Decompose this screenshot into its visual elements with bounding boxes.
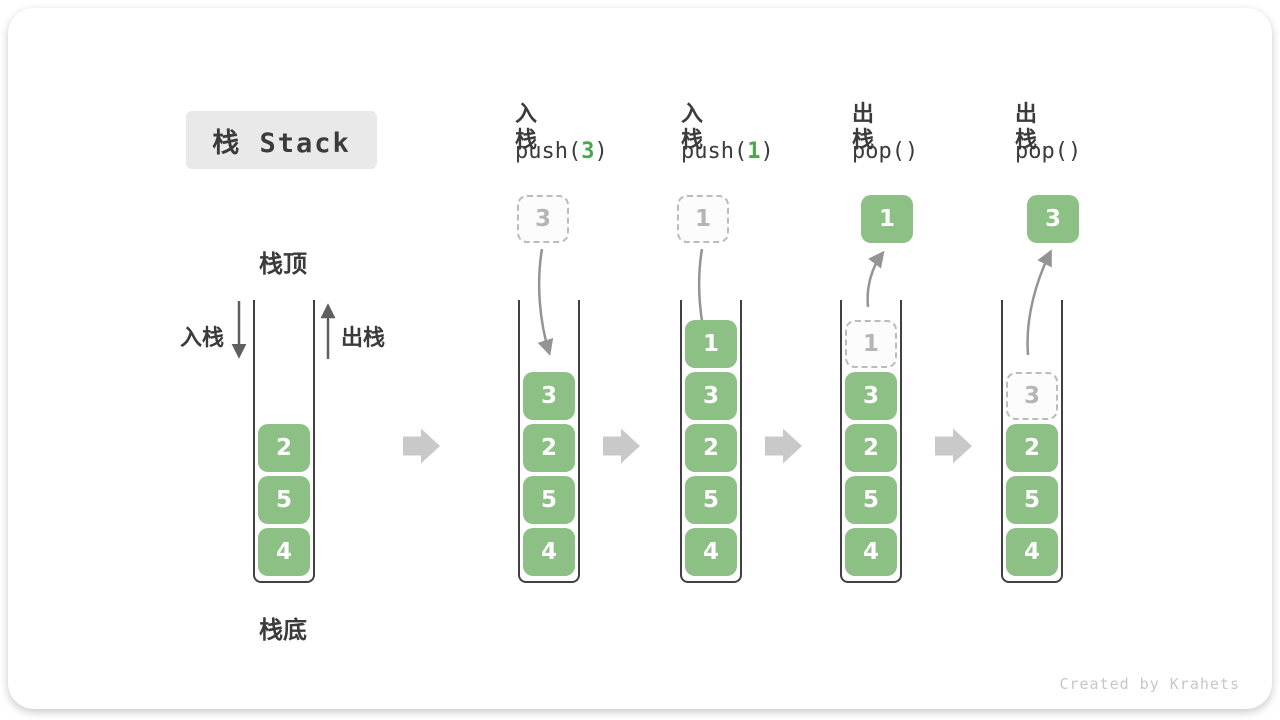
floating-value-box: 3	[1027, 195, 1079, 243]
stack-cell: 4	[685, 528, 737, 576]
stack-cell: 2	[845, 424, 897, 472]
stack-cell: 4	[258, 528, 310, 576]
stack-cell: 4	[523, 528, 575, 576]
pop-side-label: 出栈	[341, 326, 386, 351]
ghost-cell: 3	[1006, 372, 1058, 420]
stack-container	[518, 300, 580, 583]
stack-cell: 5	[1006, 476, 1058, 524]
stack-cell: 2	[685, 424, 737, 472]
stack-cell: 4	[1006, 528, 1058, 576]
stack-cell: 4	[845, 528, 897, 576]
stack-bottom-label: 栈底	[259, 616, 307, 644]
code-argument: 3	[581, 139, 595, 164]
diagram-title: 栈 Stack	[186, 111, 377, 169]
push-side-label: 入栈	[179, 326, 224, 351]
stack-container	[840, 300, 902, 583]
code-text: )	[594, 139, 608, 164]
code-text: pop(	[1015, 139, 1068, 164]
code-text: )	[760, 139, 774, 164]
stack-cell: 2	[258, 424, 310, 472]
operation-label: 出栈	[1015, 102, 1038, 153]
stack-cell: 3	[845, 372, 897, 420]
operation-code: pop()	[1015, 138, 1081, 166]
floating-value-box: 1	[861, 195, 913, 243]
stack-top-label: 栈顶	[259, 250, 307, 278]
operation-code: push(1)	[681, 138, 774, 166]
floating-value-box: 1	[677, 195, 729, 243]
stack-cell: 3	[685, 372, 737, 420]
stack-cell: 2	[523, 424, 575, 472]
stack-cell: 1	[685, 320, 737, 368]
stack-cell: 3	[523, 372, 575, 420]
operation-code: push(3)	[515, 138, 608, 166]
stack-cell: 5	[845, 476, 897, 524]
stack-cell: 5	[685, 476, 737, 524]
code-text: )	[1067, 139, 1082, 164]
watermark: Created by Krahets	[1059, 675, 1240, 693]
stack-cell: 5	[523, 476, 575, 524]
code-text: push(	[681, 139, 748, 164]
code-text: )	[904, 139, 919, 164]
stack-container	[253, 300, 315, 583]
code-text: push(	[515, 139, 582, 164]
operation-label: 入栈	[681, 102, 704, 153]
stack-container	[1001, 300, 1063, 583]
operation-code: pop()	[852, 138, 918, 166]
floating-value-box: 3	[517, 195, 569, 243]
ghost-cell: 1	[845, 320, 897, 368]
code-argument: 1	[747, 139, 761, 164]
code-text: pop(	[852, 139, 905, 164]
operation-label: 出栈	[852, 102, 875, 153]
stack-cell: 5	[258, 476, 310, 524]
stack-container	[680, 300, 742, 583]
stack-cell: 2	[1006, 424, 1058, 472]
operation-label: 入栈	[515, 102, 538, 153]
